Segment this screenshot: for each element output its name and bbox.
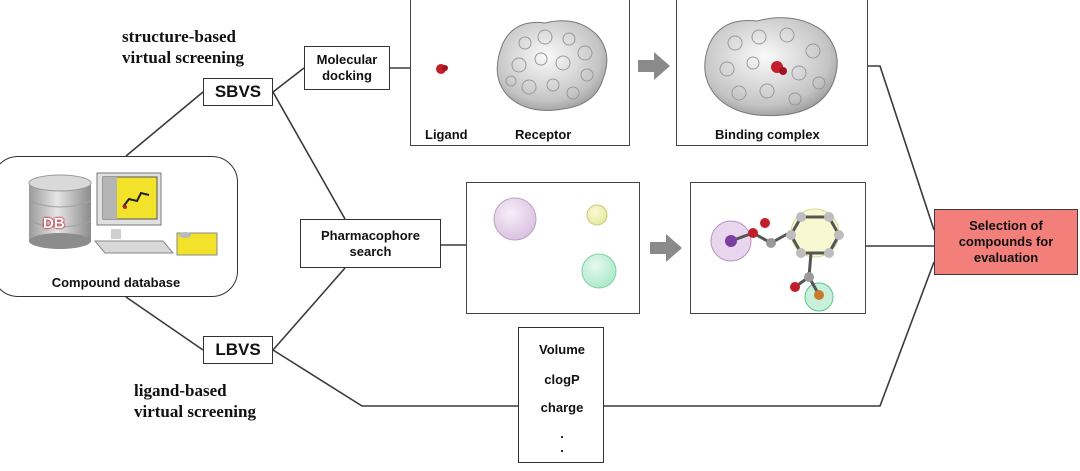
- sbvs-box: SBVS: [203, 78, 273, 106]
- lbvs-caption: ligand-based virtual screening: [134, 381, 256, 421]
- docking-input-panel: Ligand Receptor: [410, 0, 630, 146]
- pharmacophore-search-box: Pharmacophore search: [300, 219, 441, 268]
- arrow-right-icon: [638, 52, 670, 80]
- selection-of-compounds-box: Selection of compounds for evaluation: [934, 209, 1078, 275]
- property-charge: charge: [540, 400, 584, 415]
- property-clogp: clogP: [544, 372, 580, 387]
- compound-database-label: Compound database: [51, 275, 181, 290]
- property-ellipsis-2: .: [560, 440, 564, 455]
- receptor-protein-icon: [496, 20, 608, 111]
- ligand-molecule-icon: [436, 64, 448, 74]
- computer-icon: [93, 172, 218, 256]
- property-ellipsis-1: .: [560, 426, 564, 441]
- ligand-label: Ligand: [425, 127, 468, 142]
- line-db-to-lbvs: [125, 296, 204, 351]
- sbvs-caption: structure-based virtual screening: [122, 27, 244, 67]
- pharmacophore-ligand-fit-icon: [710, 208, 844, 312]
- line-db-to-sbvs: [125, 91, 204, 157]
- line-sbvs-to-docking: [272, 67, 305, 93]
- line-sbvs-to-pharmacophore: [272, 91, 346, 220]
- pharmacophore-features-panel: [466, 182, 640, 314]
- binding-complex-label: Binding complex: [715, 127, 820, 142]
- property-volume: Volume: [539, 342, 585, 357]
- line-complex-to-selection: [866, 65, 935, 231]
- line-lbvs-to-pharmacophore: [272, 267, 346, 351]
- molecular-docking-box: Molecular docking: [304, 46, 390, 90]
- descriptor-properties-box: Volume clogP charge . .: [518, 327, 604, 463]
- arrow-right-icon: [650, 234, 682, 262]
- receptor-label: Receptor: [515, 127, 572, 142]
- compound-database-box: DB Compound database: [0, 156, 238, 297]
- lbvs-box: LBVS: [203, 336, 273, 364]
- binding-complex-panel: Binding complex: [676, 0, 868, 146]
- database-cylinder-icon: [28, 174, 92, 249]
- pharmacophore-fit-panel: [690, 182, 866, 314]
- binding-complex-icon: [704, 17, 838, 117]
- pharmacophore-spheres-icon: [493, 197, 617, 289]
- line-props-to-selection: [603, 261, 935, 407]
- db-text: DB: [43, 215, 65, 232]
- line-lbvs-to-selection: [272, 349, 518, 407]
